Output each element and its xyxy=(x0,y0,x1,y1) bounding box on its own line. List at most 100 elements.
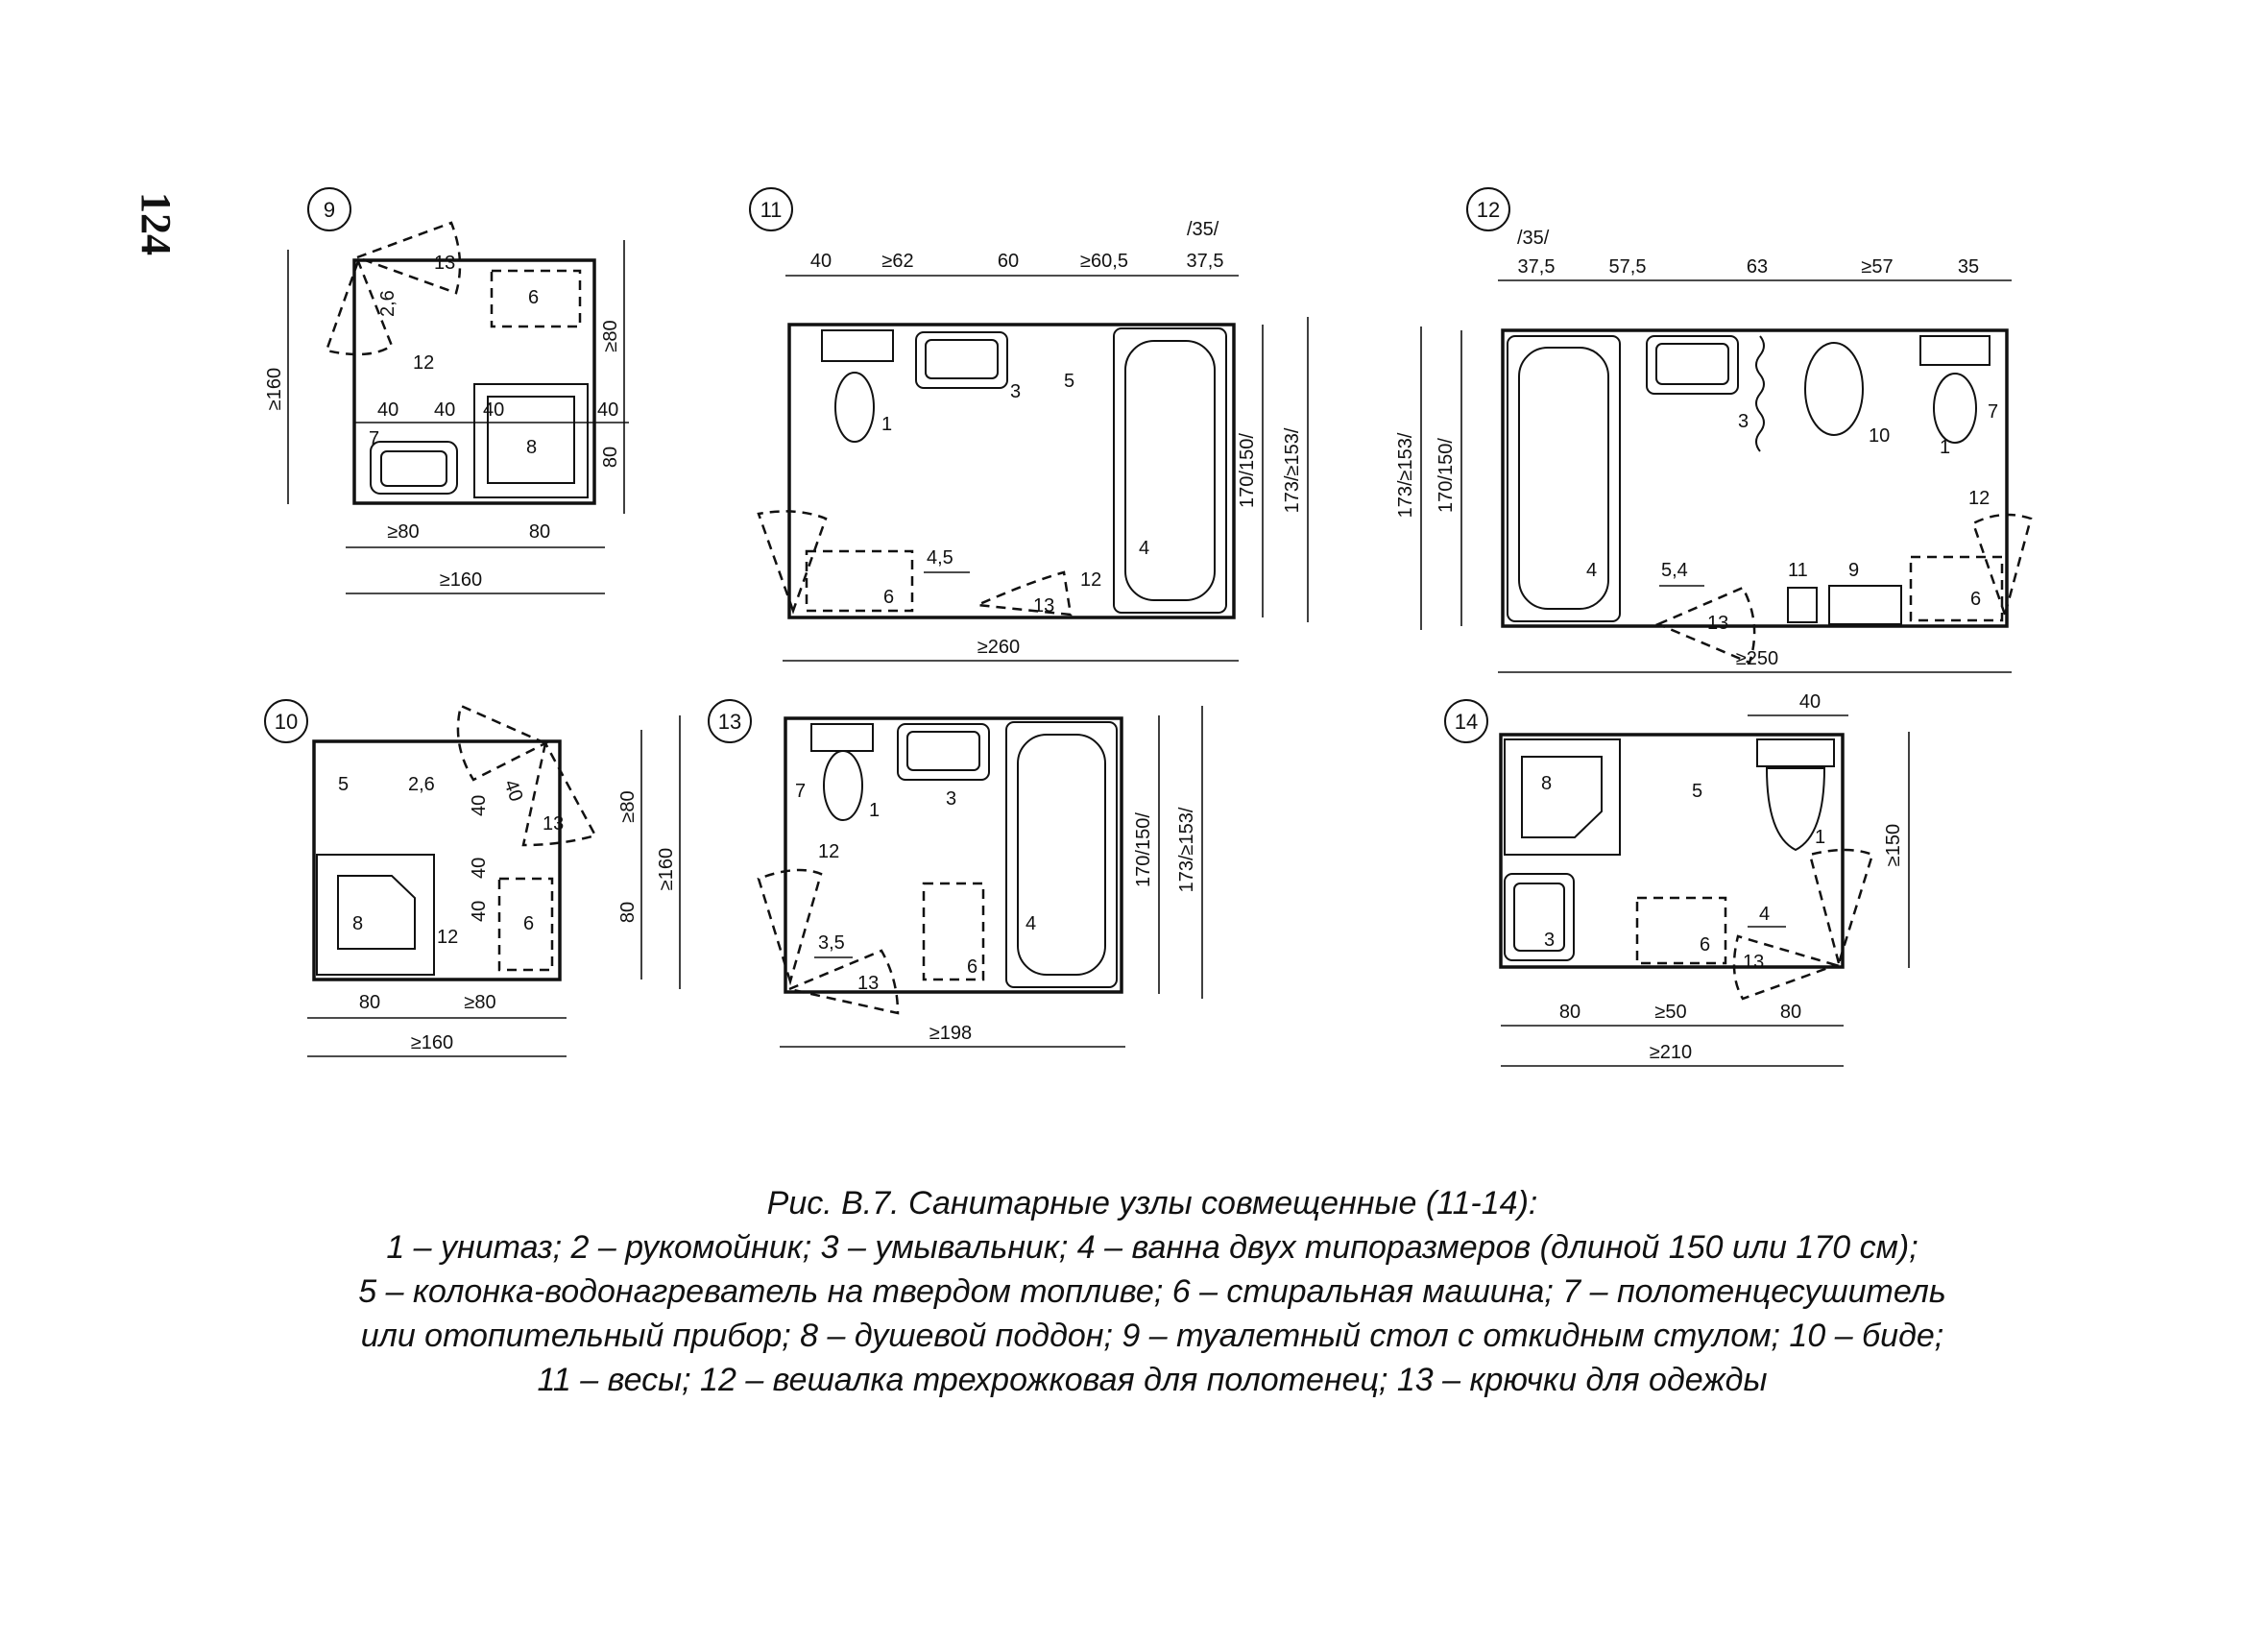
hooks-fan xyxy=(521,739,597,847)
label-5: 5 xyxy=(1064,371,1074,392)
label-3: 3 xyxy=(1738,411,1749,432)
caption-title: Рис. В.7. Санитарные узлы совмещенные (1… xyxy=(766,1185,1538,1222)
figure-caption: Рис. В.7. Санитарные узлы совмещенные (1… xyxy=(192,1181,2112,1402)
dim-top-4: ≥60,5 xyxy=(1080,251,1128,272)
door-swing xyxy=(1808,848,1874,968)
caption-legend-line: 5 – колонка-водонагреватель на твердом т… xyxy=(358,1273,1946,1310)
label-9: 9 xyxy=(1848,560,1859,581)
washing-machine xyxy=(805,549,914,613)
label-12: 12 xyxy=(1080,569,1101,591)
dim-bottom-1: 80 xyxy=(1559,1002,1580,1023)
scales xyxy=(1787,587,1818,623)
label-3: 3 xyxy=(946,788,956,810)
washbasin-bowl xyxy=(380,450,447,487)
washbasin-bowl xyxy=(906,731,980,771)
plan-14: 14 40 8 5 1 3 6 4 13 ≥150 80 xyxy=(1444,691,1910,1067)
plan-id-circle xyxy=(307,187,351,231)
plan-12: 12 /35/ 37,5 57,5 63 ≥57 35 4 3 10 1 7 1… xyxy=(1395,187,2033,673)
washbasin-bowl xyxy=(925,339,999,379)
bathtub xyxy=(1005,721,1118,988)
washbasin xyxy=(897,723,990,781)
dim-bottom-total: ≥260 xyxy=(977,637,1020,658)
label-3-5: 3,5 xyxy=(818,932,845,954)
bathtub xyxy=(1507,335,1621,622)
plan-9: 9 13 6 2,6 12 8 7 40 40 40 40 xyxy=(264,187,629,594)
label-4: 4 xyxy=(1139,538,1149,559)
shower-tray-inner xyxy=(487,396,575,484)
washbasin xyxy=(370,441,458,495)
dim-bottom-a: ≥80 xyxy=(387,521,419,543)
label-7: 7 xyxy=(1988,401,1998,423)
room-outline xyxy=(784,716,1123,994)
dim-right-a: ≥80 xyxy=(617,790,639,822)
label-1: 1 xyxy=(869,800,880,821)
label-2-6: 2,6 xyxy=(377,290,398,317)
plan-id: 13 xyxy=(718,710,741,734)
dim-top-4: ≥57 xyxy=(1861,256,1893,278)
door-swing xyxy=(757,510,828,615)
shower-tray-inner xyxy=(1521,756,1603,838)
label-12: 12 xyxy=(437,927,458,948)
label-5: 5 xyxy=(338,774,349,795)
label-13: 13 xyxy=(1707,613,1728,634)
dim-bottom-b: ≥80 xyxy=(464,992,495,1013)
shower-tray-inner xyxy=(337,875,416,950)
label-12: 12 xyxy=(1968,488,1990,509)
dim-bottom-total: ≥160 xyxy=(440,569,482,591)
room-outline xyxy=(312,739,562,981)
dim-right-total: ≥160 xyxy=(656,848,677,890)
door-swing xyxy=(757,868,823,986)
dim-left-a: 173/≥153/ xyxy=(1395,432,1416,518)
caption-legend-line: 11 – весы; 12 – вешалка трехрожковая для… xyxy=(537,1362,1768,1398)
dim-40-b: 40 xyxy=(434,399,455,421)
plan-10: 10 5 2,6 13 8 6 12 40 40 40 40 ≥80 80 ≥1… xyxy=(264,699,681,1057)
label-13: 13 xyxy=(857,973,879,994)
washbasin-bowl xyxy=(1513,883,1565,952)
toilet-tank xyxy=(810,723,874,752)
toilet xyxy=(1765,767,1826,852)
label-11: 11 xyxy=(1788,560,1808,581)
dim-right-a: 170/150/ xyxy=(1237,433,1258,508)
washbasin xyxy=(1504,873,1575,961)
plan-id: 11 xyxy=(760,198,783,222)
dim-40-d: 40 xyxy=(499,777,526,804)
dim-right-b: 173/≥153/ xyxy=(1176,807,1197,892)
label-4: 4 xyxy=(1759,904,1770,925)
washbasin xyxy=(915,331,1008,389)
dim-bottom-total: ≥210 xyxy=(1650,1042,1692,1063)
label-1: 1 xyxy=(881,414,892,435)
room-outline xyxy=(787,323,1236,619)
room-outline xyxy=(1499,733,1845,969)
washing-machine xyxy=(922,882,985,981)
label-6: 6 xyxy=(1700,934,1710,956)
washing-machine xyxy=(490,269,582,328)
label-8: 8 xyxy=(352,913,363,934)
label-1: 1 xyxy=(1815,827,1825,848)
label-6: 6 xyxy=(1970,589,1981,610)
caption-legend-line: 1 – унитаз; 2 – рукомойник; 3 – умывальн… xyxy=(386,1229,1918,1266)
label-6: 6 xyxy=(528,287,539,308)
plan-id-circle xyxy=(708,699,752,743)
label-5-4: 5,4 xyxy=(1661,560,1688,581)
hooks-fan xyxy=(353,221,462,295)
label-1: 1 xyxy=(1940,437,1950,458)
dim-top-3: 63 xyxy=(1747,256,1768,278)
dim-top-1: 40 xyxy=(810,251,832,272)
dim-40-c: 40 xyxy=(469,901,490,922)
label-7: 7 xyxy=(795,781,806,802)
bathtub xyxy=(1113,327,1227,614)
plan-id: 12 xyxy=(1477,198,1500,222)
washing-machine xyxy=(497,877,554,972)
dim-left: ≥160 xyxy=(264,368,285,410)
label-2-6: 2,6 xyxy=(408,774,435,795)
label-6: 6 xyxy=(883,587,894,608)
label-13: 13 xyxy=(1743,952,1764,973)
dim-bottom-total: ≥198 xyxy=(929,1023,972,1044)
dim-bottom-3: 80 xyxy=(1780,1002,1801,1023)
label-8: 8 xyxy=(1541,773,1552,794)
label-3: 3 xyxy=(1544,930,1555,951)
plan-id: 14 xyxy=(1455,710,1478,734)
label-13: 13 xyxy=(434,253,455,274)
door-swing xyxy=(456,704,548,782)
label-6: 6 xyxy=(523,913,534,934)
